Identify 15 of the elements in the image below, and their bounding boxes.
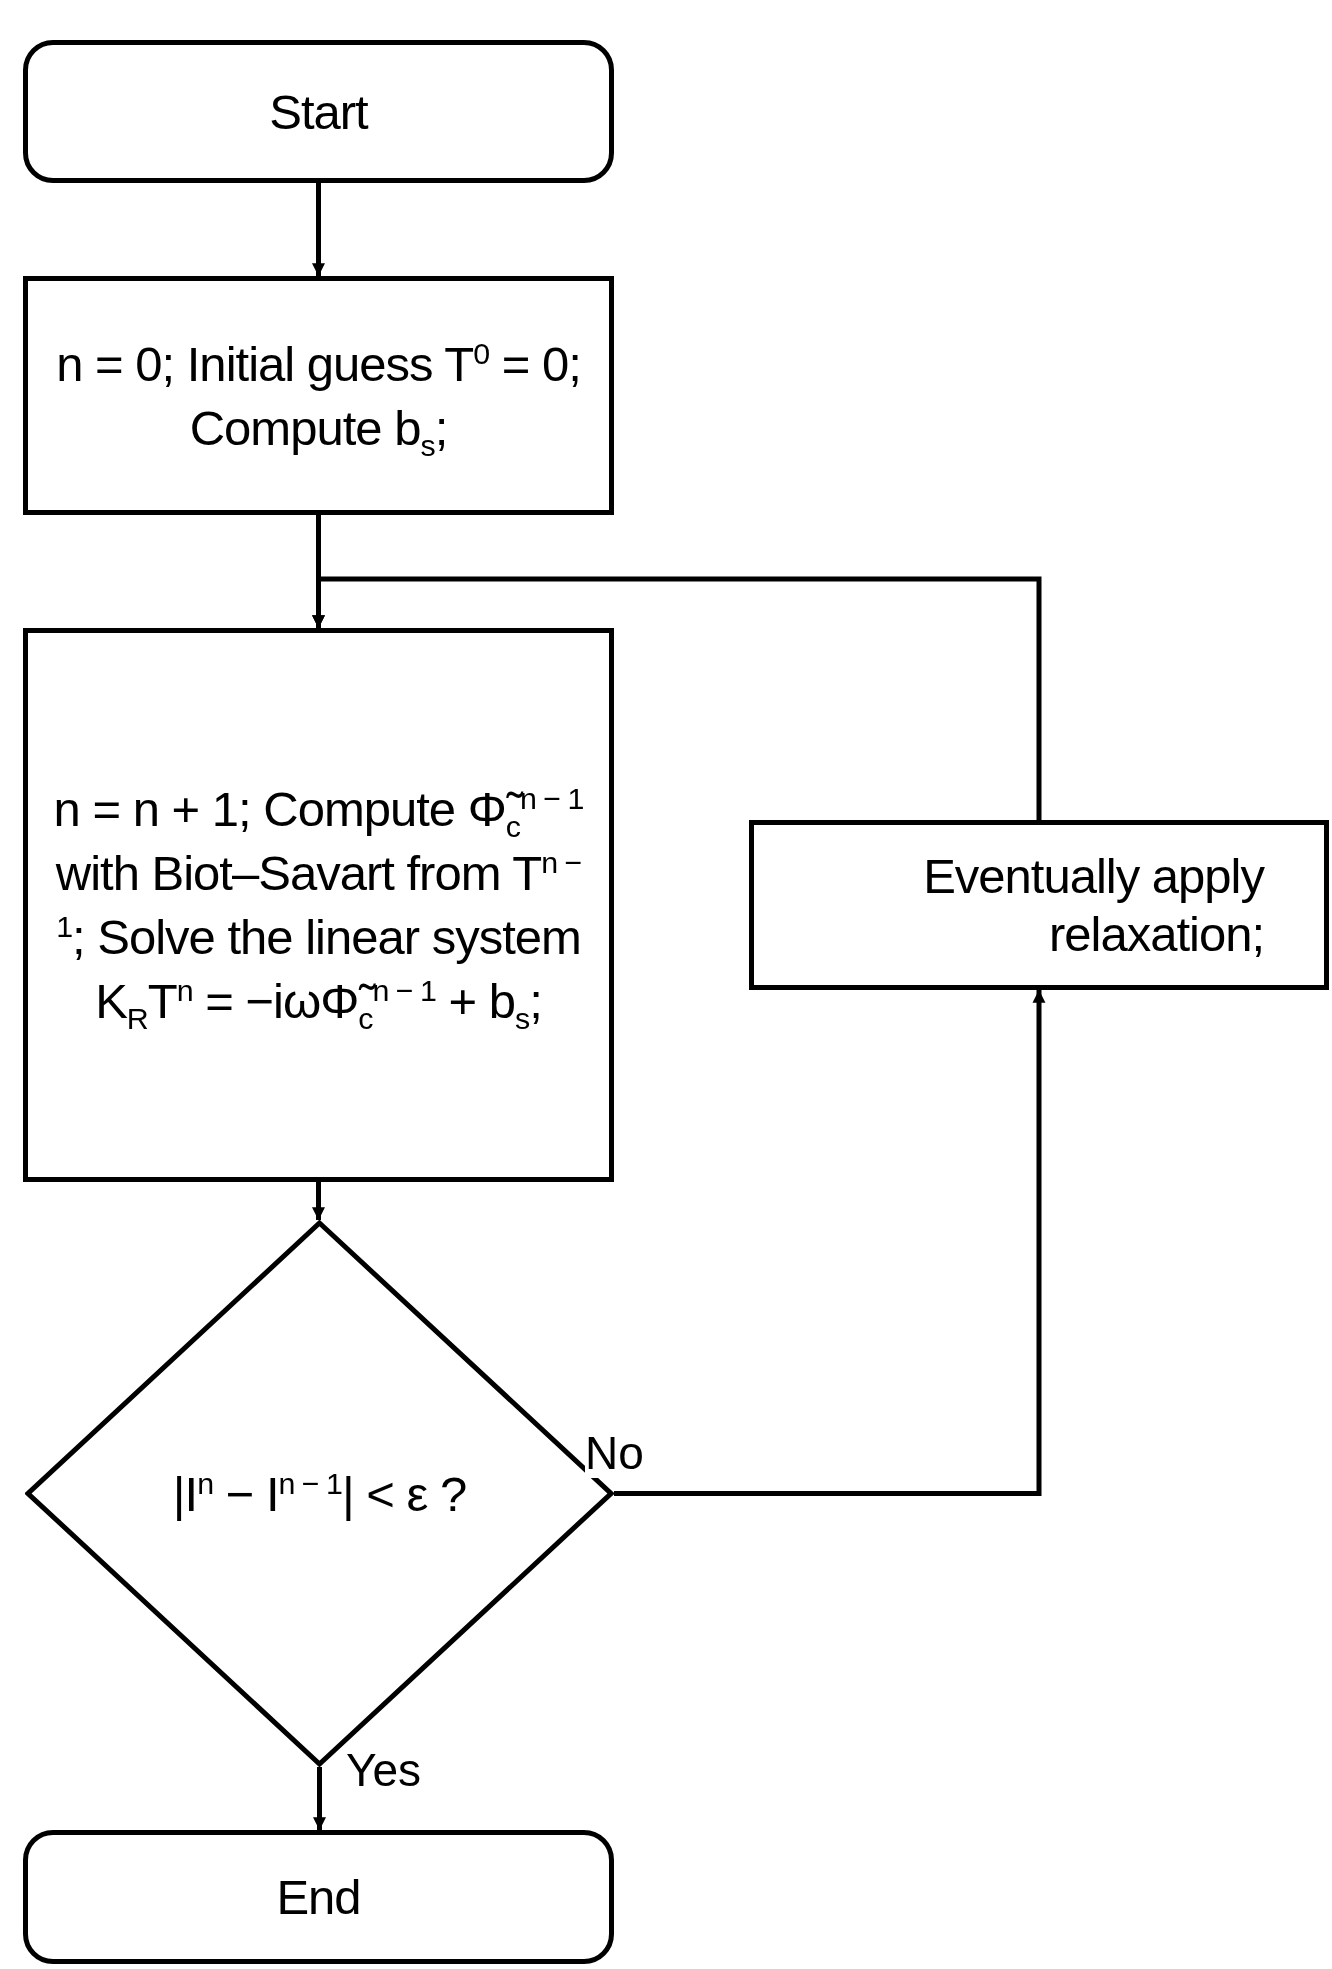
process-box: [23, 276, 614, 515]
arrow: [312, 1182, 326, 1221]
arrow: [614, 989, 1046, 1496]
node-text: Eventually apply relaxation;: [922, 848, 1264, 963]
node-text: End: [276, 1869, 361, 1926]
process-box: [749, 820, 1329, 990]
terminal-box: [23, 1830, 614, 1964]
node-text: |I$^{n}$ − I$^{n − 1}$| < ε ?: [172, 1464, 467, 1523]
arrow: [312, 576, 1042, 820]
arrow: [313, 1767, 327, 1831]
node-text: Start: [269, 83, 368, 141]
terminal-box: [23, 40, 614, 183]
arrow: [312, 183, 326, 277]
process-box: [23, 628, 614, 1182]
node-text: n = 0; Initial guess T$^{0}$ = 0; Compute b$_{s}$;: [55, 334, 582, 460]
